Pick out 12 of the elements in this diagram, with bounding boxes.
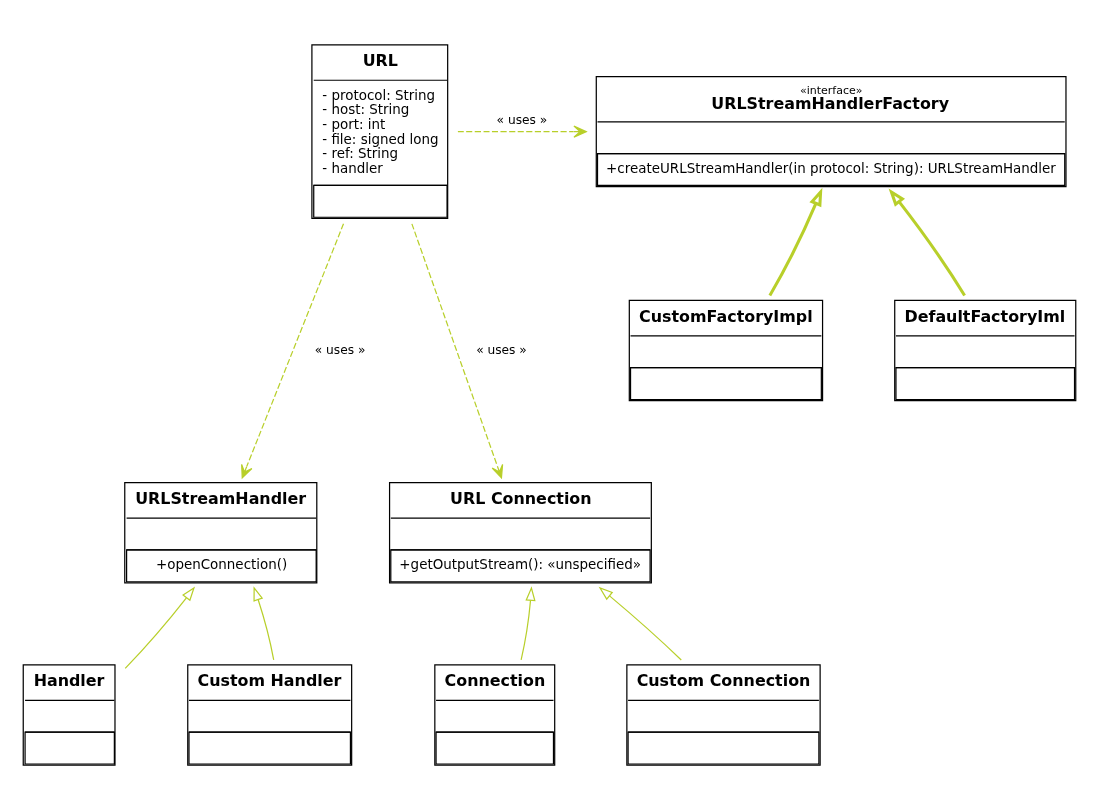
arrow [241, 223, 345, 479]
edge-label: « uses » [476, 342, 527, 357]
arrow [520, 586, 536, 661]
arrow [411, 223, 504, 479]
edge-label: « uses » [314, 342, 366, 357]
arrow [888, 188, 966, 297]
arrow [457, 125, 587, 138]
arrow [598, 586, 682, 661]
arrow [253, 586, 275, 661]
edge-label: « uses » [496, 113, 548, 128]
arrow [124, 586, 196, 670]
arrow [768, 187, 823, 297]
